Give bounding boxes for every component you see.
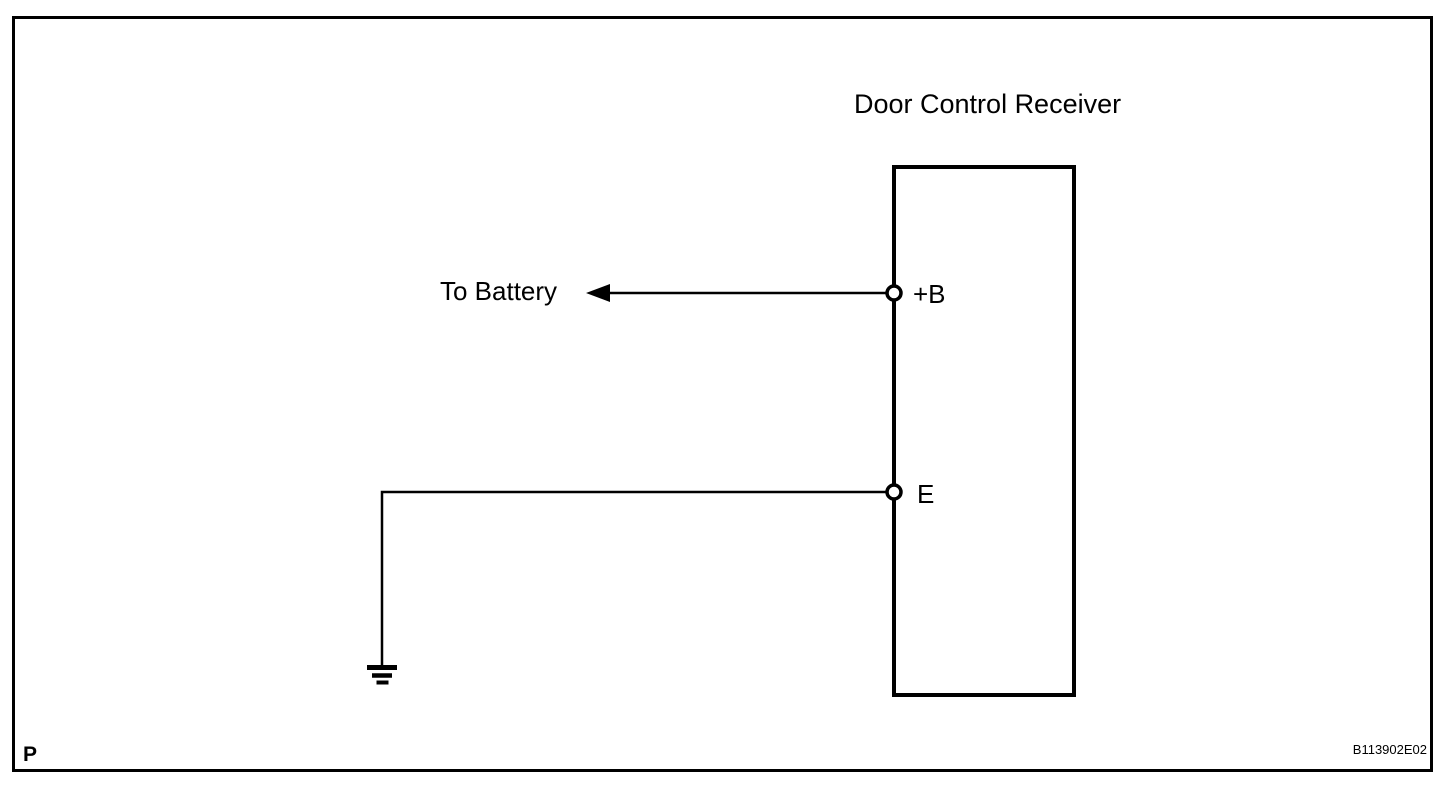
terminal-b-circle xyxy=(885,284,903,302)
left-arrow-icon xyxy=(586,284,610,302)
terminal-e-label: E xyxy=(917,479,935,509)
door-control-receiver-box xyxy=(892,165,1076,697)
terminal-b-label: +B xyxy=(913,279,946,309)
page-marker: P xyxy=(23,743,38,766)
figure-code: B113902E02 xyxy=(1352,742,1427,757)
to-battery-label: To Battery xyxy=(440,276,558,306)
diagram-border-frame xyxy=(12,16,1433,772)
terminal-e-circle xyxy=(885,483,903,501)
ground-wire xyxy=(380,490,890,666)
diagram-title: Door Control Receiver xyxy=(854,89,1122,119)
ground-symbol-icon xyxy=(367,665,397,685)
